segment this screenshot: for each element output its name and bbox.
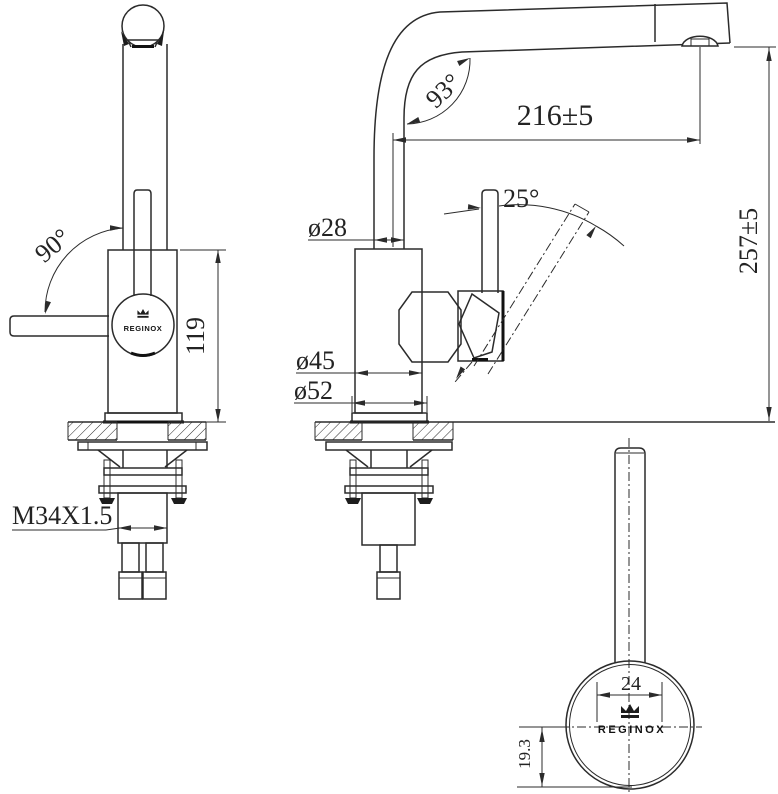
spout-inner-profile <box>404 43 730 249</box>
label-19-3: 19.3 <box>515 739 534 769</box>
dimension-body-height: 119 <box>180 250 226 422</box>
riser-column <box>123 44 167 250</box>
dimension-total-height: 257±5 <box>734 47 776 421</box>
handle-lever-front <box>134 190 151 296</box>
label-25deg: 25° <box>503 184 539 213</box>
label-257: 257±5 <box>734 208 763 274</box>
mounting-hardware-side <box>78 442 207 599</box>
label-d52: ø52 <box>294 376 333 405</box>
handle-tilted-phantom <box>453 204 589 382</box>
spout-outer-profile <box>374 3 730 249</box>
dimension-spout-width: 24 <box>597 673 662 722</box>
valve-boss <box>399 292 461 362</box>
label-m34: M34X1.5 <box>12 501 112 530</box>
label-119: 119 <box>181 317 210 355</box>
spout-tube-top <box>615 448 645 663</box>
crown-icon <box>137 309 149 318</box>
dimension-thread: M34X1.5 <box>12 501 167 531</box>
handle-pivot <box>459 294 499 358</box>
dimension-base-diameter: ø52 <box>294 376 427 412</box>
top-logo: REGINOX <box>598 704 666 736</box>
dimension-body-diameter: ø45 <box>296 346 422 376</box>
body-circle-outer <box>566 661 694 789</box>
dimension-spout-tube-diameter: ø28 <box>308 213 404 243</box>
label-24: 24 <box>621 673 641 695</box>
dimension-spout-reach: 216±5 <box>393 47 700 247</box>
label-d45: ø45 <box>296 346 335 375</box>
threaded-shank <box>118 493 167 543</box>
handle-lever-upright <box>482 190 498 293</box>
aerator-front <box>682 36 718 46</box>
top-view: 24 REGINOX 19.3 <box>515 438 702 793</box>
dimension-handle-tilt: 25° <box>444 184 624 246</box>
spout-shadow-left <box>121 31 129 46</box>
aerator-detail <box>126 40 160 47</box>
countertop-section-front <box>315 422 775 440</box>
spout-shadow-right <box>157 31 164 46</box>
dimension-offset: 19.3 <box>515 727 632 787</box>
side-logo-text: REGINOX <box>124 324 163 333</box>
body-circle-inner <box>570 665 691 786</box>
handle-rod <box>10 316 109 336</box>
side-logo-badge: REGINOX <box>112 294 174 356</box>
top-logo-text: REGINOX <box>598 724 666 736</box>
crown-icon-large <box>621 704 639 718</box>
label-d28: ø28 <box>308 213 347 242</box>
label-216: 216±5 <box>517 99 593 132</box>
mounting-hardware-front <box>326 442 452 599</box>
